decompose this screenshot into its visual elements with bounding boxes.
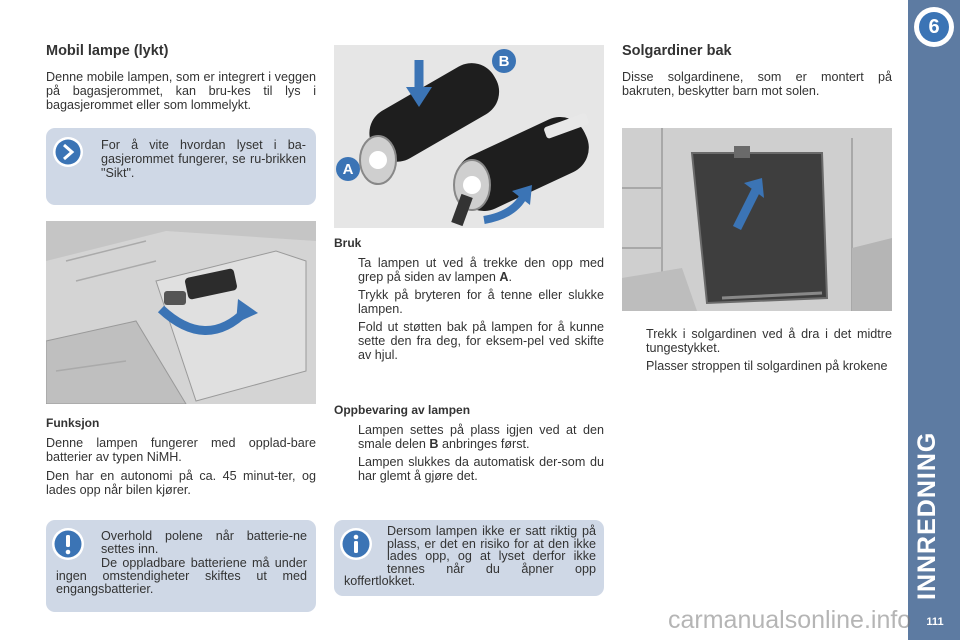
left-column: Mobil lampe (lykt) Denne mobile lampen, …	[46, 44, 316, 112]
funksjon-section: Funksjon Denne lampen fungerer med oppla…	[46, 416, 316, 497]
chapter-number: 6	[919, 12, 949, 42]
chapter-badge: 6	[914, 7, 954, 47]
warning-text-2: De oppladbare batteriene må under ingen …	[56, 556, 307, 596]
info-icon	[340, 528, 372, 560]
list-item: Trekk i solgardinen ved å dra i det midt…	[646, 327, 892, 355]
trunk-lamp-illustration	[46, 221, 316, 404]
section-title-sun-blinds: Solgardiner bak	[622, 43, 732, 59]
bruk-section: Bruk Ta lampen ut ved å trekke den opp m…	[334, 236, 604, 366]
lamp-label-a: A	[343, 161, 354, 178]
section-title-mobile-lamp: Mobil lampe (lykt)	[46, 43, 169, 59]
arrow-right-icon	[53, 137, 83, 167]
lamp-label-b: B	[499, 53, 510, 70]
oppbevaring-note: Lampen slukkes da automatisk der-som du …	[358, 455, 604, 483]
see-also-box: For å vite hvordan lyset i ba-gasjeromme…	[46, 128, 316, 205]
list-item: Ta lampen ut ved å trekke den opp med gr…	[358, 256, 604, 284]
see-also-text: For å vite hvordan lyset i ba-gasjeromme…	[101, 138, 306, 180]
info-box: Dersom lampen ikke er satt riktig på pla…	[334, 520, 604, 596]
chapter-sidebar	[908, 0, 960, 640]
right-column: Solgardiner bak Disse solgardinene, som …	[622, 44, 892, 98]
warning-exclamation-icon	[52, 528, 84, 560]
warning-box: Overhold polene når batterie-ne settes i…	[46, 520, 316, 612]
bruk-list: Ta lampen ut ved å trekke den opp med gr…	[334, 256, 604, 362]
funksjon-p2: Den har en autonomi på ca. 45 minut-ter,…	[46, 469, 316, 497]
section-name-vertical: INNREDNING	[913, 431, 941, 600]
sun-blinds-steps: Trekk i solgardinen ved å dra i det midt…	[622, 327, 892, 377]
sun-blinds-intro: Disse solgardinene, som er montert på ba…	[622, 70, 892, 98]
warning-text-1: Overhold polene når batterie-ne settes i…	[101, 529, 307, 556]
list-item: Plasser stroppen til solgardinen på krok…	[646, 359, 888, 373]
watermark: carmanualsonline.info	[668, 606, 912, 634]
list-item: Lampen settes på plass igjen ved at den …	[358, 423, 604, 451]
sun-blinds-list: Trekk i solgardinen ved å dra i det midt…	[622, 327, 892, 373]
page-number: 111	[926, 616, 944, 628]
oppbevaring-list: Lampen settes på plass igjen ved at den …	[334, 423, 604, 451]
oppbevaring-title: Oppbevaring av lampen	[334, 403, 471, 417]
lamp-illustration: B A	[334, 45, 604, 228]
mobile-lamp-intro: Denne mobile lampen, som er integrert i …	[46, 70, 316, 112]
list-item: Trykk på bryteren for å tenne eller sluk…	[358, 288, 604, 316]
funksjon-title: Funksjon	[46, 416, 100, 430]
list-item: Fold ut støtten bak på lampen for å kunn…	[358, 320, 604, 362]
bruk-title: Bruk	[334, 236, 362, 250]
sun-blind-illustration	[622, 128, 892, 311]
funksjon-p1: Denne lampen fungerer med opplad-bare ba…	[46, 436, 316, 464]
info-text: Dersom lampen ikke er satt riktig på pla…	[344, 524, 596, 588]
oppbevaring-section: Oppbevaring av lampen Lampen settes på p…	[334, 403, 604, 483]
